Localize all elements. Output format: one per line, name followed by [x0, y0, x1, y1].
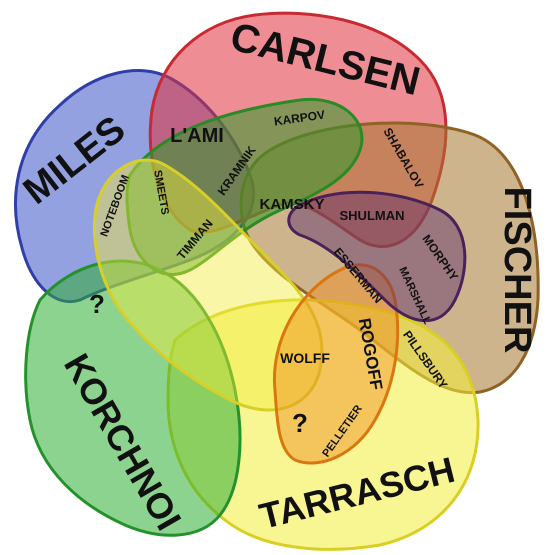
- unknown-bottom: ?: [292, 408, 308, 438]
- unknown-left: ?: [89, 289, 105, 319]
- set-green-inner-region: [125, 97, 364, 276]
- set-orange-inner-region: [272, 263, 400, 465]
- label-fischer: FISCHER: [496, 187, 538, 354]
- player-lami: L'AMI: [170, 125, 224, 147]
- player-wolff: WOLFF: [280, 350, 330, 366]
- set-purple-inner-region: [287, 190, 467, 323]
- player-shulman: SHULMAN: [340, 208, 405, 223]
- player-kamsky: KAMSKY: [259, 196, 324, 213]
- set-yellow-inner-region: [92, 158, 324, 412]
